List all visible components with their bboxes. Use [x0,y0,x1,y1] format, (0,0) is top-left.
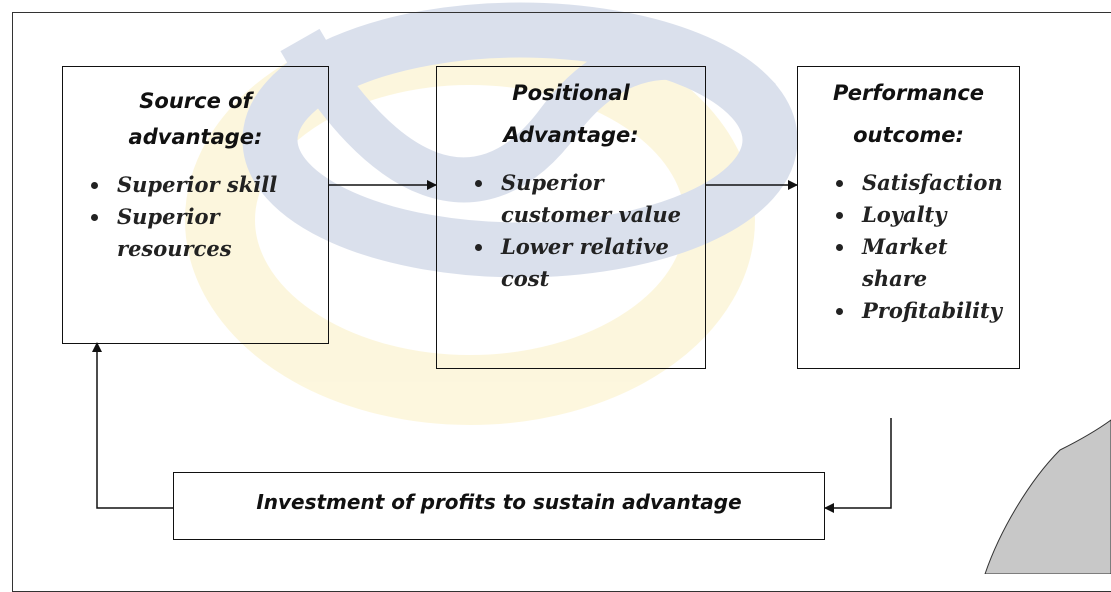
list-item: Lower relative cost [495,231,681,295]
performance-outcome-box: Performance outcome: Satisfaction Loyalt… [797,66,1020,369]
performance-title-line2: outcome: [853,123,964,147]
positional-title-line2: Advantage: [503,123,639,147]
page-curl-icon [984,419,1111,574]
list-item: Superior customer value [495,167,695,231]
arrow-feedback-to-source [92,342,173,509]
arrow-performance-to-feedback [824,418,892,513]
list-item: Superior skill [111,169,328,201]
list-item: Loyalty [856,199,1019,231]
investment-feedback-box: Investment of profits to sustain advanta… [173,472,825,540]
connectors [92,180,1111,574]
investment-feedback-label: Investment of profits to sustain advanta… [256,490,742,514]
positional-items-list: Superior customer value Lower relative c… [437,167,695,295]
watermark-logo [185,2,798,425]
source-title-line2: advantage: [128,125,263,149]
list-item: Superior resources [111,201,247,265]
list-item: Satisfaction [856,167,1019,199]
performance-items-list: Satisfaction Loyalty Market share Profit… [798,167,1019,327]
positional-title-line1: Positional [512,81,630,105]
list-item: Market share [856,231,1019,295]
source-title-line1: Source of [139,89,252,113]
list-item: Profitability [856,295,1019,327]
performance-title-line1: Performance [832,81,985,105]
source-of-advantage-box: Source of advantage: Superior skill Supe… [62,66,329,344]
positional-advantage-box: Positional Advantage: Superior customer … [436,66,706,369]
source-items-list: Superior skill Superior resources [63,169,328,265]
